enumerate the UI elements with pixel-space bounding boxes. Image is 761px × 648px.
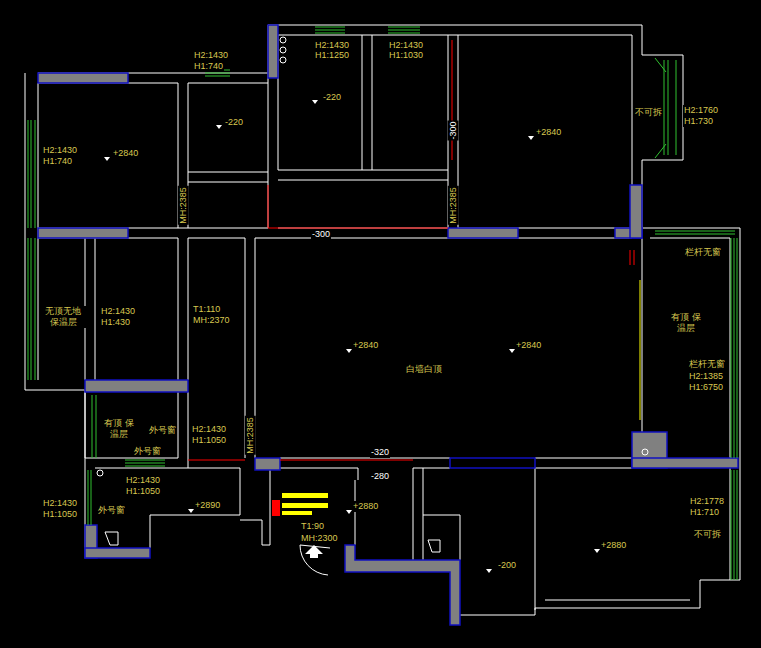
plan-label: +2880: [352, 501, 379, 512]
plan-label: H1:1050: [125, 486, 161, 497]
plan-label: -280: [370, 471, 390, 482]
plan-label: MH:2385: [245, 416, 256, 455]
plan-label: -200: [497, 560, 517, 571]
plan-label: -300: [447, 120, 458, 140]
plan-label: 不可拆: [693, 529, 722, 540]
plan-label: H2:1430: [125, 475, 161, 486]
plan-label: 外号窗: [133, 446, 162, 457]
plan-label: 有顶 保温层: [101, 418, 137, 440]
plan-label: 不可拆: [634, 107, 663, 118]
plan-label: H2:1778: [689, 496, 725, 507]
plan-label: +2840: [535, 127, 562, 138]
plan-label: +2880: [600, 540, 627, 551]
plan-label: H1:6750: [688, 382, 724, 393]
plan-label: H2:1760: [683, 105, 719, 116]
plan-label: H1:740: [193, 61, 224, 72]
plan-label: 白墙白顶: [405, 364, 443, 375]
plan-label: 外号窗: [97, 505, 126, 516]
plan-label: H1:1030: [388, 50, 424, 61]
plan-label: H1:710: [689, 507, 720, 518]
plan-label: 无顶无地 保温层: [40, 306, 86, 328]
plan-label: H2:1430: [42, 145, 78, 156]
plan-label: H2:1430: [191, 424, 227, 435]
plan-label: 栏杆无窗: [688, 359, 726, 370]
plan-label: H2:1430: [42, 498, 78, 509]
plan-label: +2840: [515, 340, 542, 351]
plan-label: MH:2370: [192, 315, 231, 326]
plan-label: H1:730: [683, 116, 714, 127]
plan-label: MH:2385: [178, 186, 189, 225]
plan-label: T1:110: [192, 304, 221, 315]
plan-label: H2:1430: [193, 50, 229, 61]
plan-label: 有顶 保温层: [668, 312, 704, 334]
plan-label: -220: [224, 117, 244, 128]
plan-label: T1:90: [300, 521, 325, 532]
plan-label: 外号窗: [148, 425, 177, 436]
plan-label: H1:430: [100, 317, 131, 328]
plan-label: H1:1050: [191, 435, 227, 446]
plan-label: +2890: [194, 500, 221, 511]
plan-label: H2:1430: [100, 306, 136, 317]
plan-label: +2840: [112, 148, 139, 159]
plan-label: -300: [311, 229, 331, 240]
plan-label: +2840: [352, 340, 379, 351]
plan-label: 栏杆无窗: [684, 247, 722, 258]
plan-label: H1:1250: [314, 50, 350, 61]
plan-label: H1:740: [42, 156, 73, 167]
plan-label: -320: [370, 447, 390, 458]
plan-label: MH:2300: [300, 533, 339, 544]
plan-label: -220: [322, 92, 342, 103]
plan-label: H1:1050: [42, 509, 78, 520]
plan-label: MH:2385: [448, 186, 459, 225]
plan-label: H2:1385: [688, 371, 724, 382]
